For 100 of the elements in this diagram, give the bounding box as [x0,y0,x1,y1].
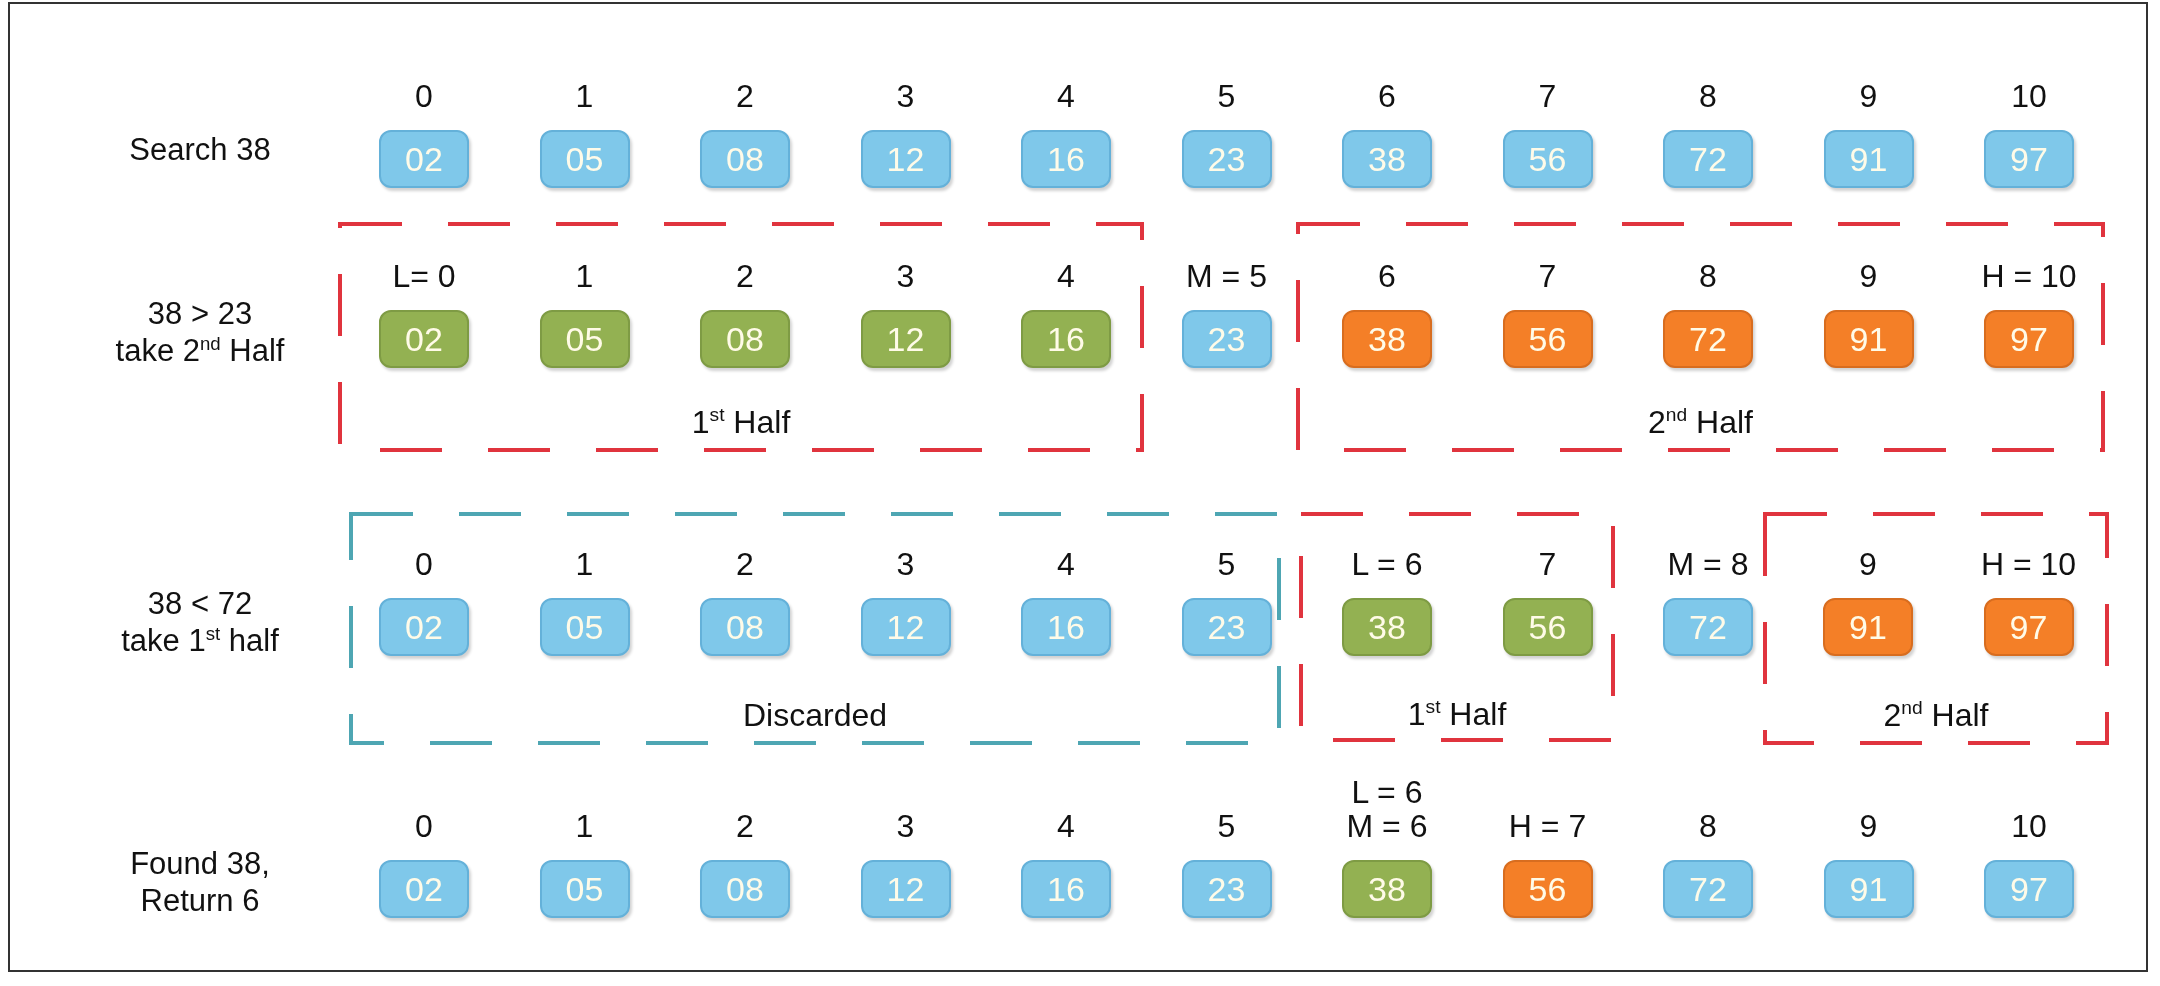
index-label: 2 [735,548,755,582]
index-label: 0 [414,80,434,114]
array-cell: 38 [1342,310,1432,368]
array-cell: 72 [1663,860,1753,918]
index-label: 6 [1377,260,1397,294]
array-cell: 02 [379,860,469,918]
index-label: 0 [414,548,434,582]
index-label: 4 [1056,810,1076,844]
array-cell: 02 [379,310,469,368]
array-cell: 16 [1021,598,1111,656]
dashed-group-box [1763,512,2109,745]
index-label: 1 [574,80,595,114]
array-cell: 97 [1984,860,2074,918]
array-cell: 12 [860,598,951,656]
group-label: Discarded [742,699,888,731]
dashed-group-box [1296,222,2105,452]
index-label: 5 [1216,810,1237,844]
index-label: 1 [574,810,595,844]
array-cell: 16 [1021,310,1111,368]
array-cell: 08 [700,130,790,188]
index-label: L= 0 [391,260,457,294]
array-cell: 23 [1181,598,1272,656]
group-label: 2$^{nd}$ Half [1648,406,1753,438]
array-cell: 97 [1983,598,2074,656]
dashed-group-box [1299,512,1615,742]
index-label: 10 [2010,810,2048,844]
index-label: H = 10 [1980,260,2078,294]
index-label: L = 6 [1350,776,1424,810]
index-label: 9 [1858,548,1878,582]
index-label: 3 [895,548,916,582]
index-label: H = 10 [1979,548,2078,582]
index-label: 7 [1537,548,1558,582]
array-cell: 97 [1984,310,2074,368]
array-cell: 12 [860,310,951,368]
index-label: M = 8 [1666,548,1750,582]
index-label: 1 [574,260,595,294]
array-cell: 72 [1663,130,1753,188]
array-cell: 23 [1181,860,1272,918]
array-cell: 91 [1823,310,1914,368]
group-label: 1$^{st}$ Half [691,406,791,438]
index-label: 2 [735,80,755,114]
array-cell: 91 [1823,130,1914,188]
index-label: 3 [895,80,916,114]
index-label: 8 [1698,80,1718,114]
index-label: 3 [895,260,916,294]
array-cell: 16 [1021,130,1111,188]
array-cell: 05 [539,130,630,188]
index-label: 4 [1056,548,1076,582]
index-label: 9 [1858,80,1879,114]
array-cell: 08 [700,310,790,368]
array-cell: 02 [379,598,469,656]
group-label: 1$^{st}$ Half [1407,698,1507,730]
array-cell: 12 [860,130,951,188]
array-cell: 16 [1021,860,1111,918]
index-label: 2 [735,810,755,844]
index-label: H = 7 [1507,810,1588,844]
array-cell: 12 [860,860,951,918]
array-cell: 56 [1502,860,1593,918]
index-label: 6 [1377,80,1397,114]
index-label: 5 [1216,80,1237,114]
index-label: 10 [2010,80,2048,114]
index-label: M = 5 [1185,260,1268,294]
array-cell: 23 [1181,130,1272,188]
array-cell: 56 [1502,310,1593,368]
array-cell: 02 [379,130,469,188]
array-cell: 56 [1502,598,1593,656]
index-label: 7 [1537,260,1558,294]
step-label: Search 38 [128,131,272,169]
index-label: 5 [1216,548,1237,582]
index-label: 3 [895,810,916,844]
array-cell: 72 [1663,310,1753,368]
array-cell: 05 [539,598,630,656]
array-cell: 72 [1663,598,1753,656]
array-cell: 38 [1342,860,1432,918]
group-label: 2$^{nd}$ Half [1883,699,1989,731]
array-cell: 05 [539,310,630,368]
index-label: 8 [1698,810,1718,844]
array-cell: 38 [1342,598,1432,656]
step-label: 38 < 72 take 1$^{st}$ half [120,584,280,660]
array-cell: 23 [1181,310,1272,368]
step-label: Found 38, Return 6 [129,844,271,920]
array-cell: 56 [1502,130,1593,188]
dashed-group-box [349,512,1281,745]
dashed-group-box [338,222,1144,452]
array-cell: 97 [1984,130,2074,188]
array-cell: 38 [1342,130,1432,188]
step-label: 38 > 23 take 2$^{nd}$ Half [114,294,286,370]
index-label: 0 [414,810,434,844]
index-label: 9 [1858,260,1879,294]
index-label: M = 6 [1345,810,1429,844]
index-label: 2 [735,260,755,294]
index-label: 4 [1056,260,1076,294]
index-label: 9 [1858,810,1879,844]
array-cell: 08 [700,860,790,918]
index-label: L = 6 [1350,548,1424,582]
array-cell: 91 [1823,598,1913,656]
index-label: 4 [1056,80,1076,114]
array-cell: 08 [700,598,790,656]
index-label: 1 [574,548,595,582]
array-cell: 05 [539,860,630,918]
